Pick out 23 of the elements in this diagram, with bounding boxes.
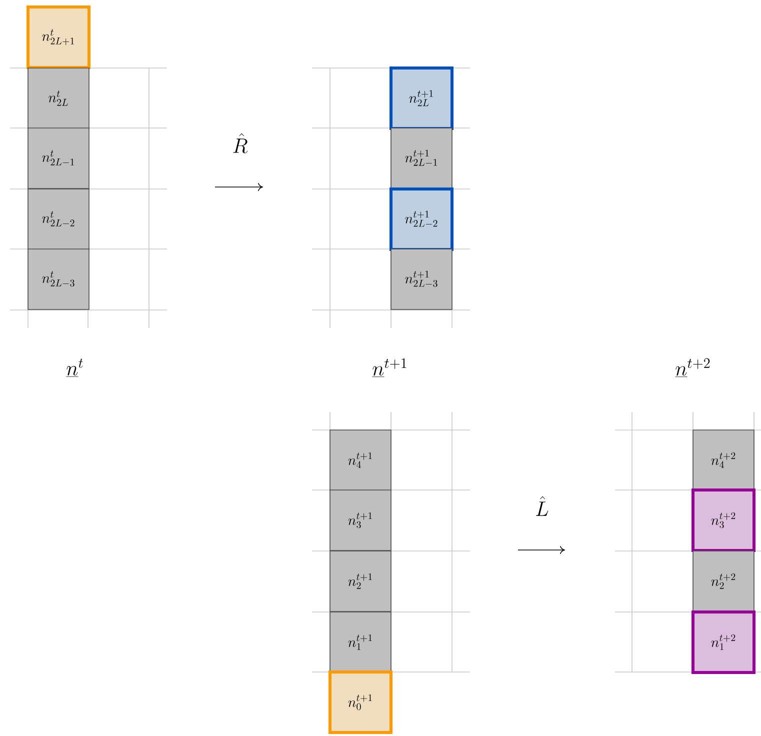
- cell: $n^{t}_{2L-3}$: [28, 248, 90, 310]
- state-label: $\underline{n}^{t+1}$: [372, 358, 406, 377]
- cell: $n^{t+1}_{2}$: [330, 550, 392, 612]
- cell: $n^{t}_{2L-1}$: [28, 128, 90, 189]
- cell: $n^{t+2}_{2}$: [692, 550, 754, 612]
- cell: $n^{t+1}_{2L-3}$: [390, 248, 452, 310]
- cell: $n^{t}_{2L+1}$: [26, 6, 90, 69]
- cell: $n^{t+1}_{3}$: [330, 490, 392, 551]
- cell: $n^{t+1}_{2L}$: [390, 66, 454, 130]
- operator-label: $\hat{R}$: [233, 133, 248, 154]
- cell: $n^{t+1}_{2L-2}$: [390, 188, 454, 251]
- cell: $n^{t+2}_{3}$: [692, 488, 756, 552]
- cell: $n^{t+1}_{4}$: [330, 430, 392, 491]
- state-label: $\underline{n}^{t}$: [66, 358, 83, 377]
- cell: $n^{t+1}_{1}$: [330, 612, 392, 673]
- cell: $n^{t}_{2L}$: [28, 68, 90, 129]
- cell: $n^{t+1}_{2L-1}$: [390, 128, 452, 189]
- state-label: $\underline{n}^{t+2}$: [675, 358, 710, 377]
- cell: $n^{t+2}_{1}$: [692, 610, 756, 674]
- cell: $n^{t+2}_{4}$: [692, 430, 754, 491]
- cell: $n^{t+1}_{0}$: [328, 670, 392, 734]
- operator-label: $\hat{L}$: [536, 496, 548, 516]
- cell: $n^{t}_{2L-2}$: [28, 188, 90, 250]
